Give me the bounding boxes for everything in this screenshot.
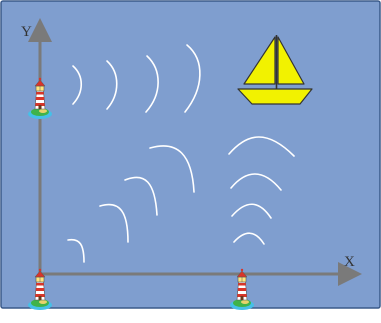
y-axis-label: Y [21,24,32,40]
x-axis-label: X [344,254,355,270]
sea-background [1,1,380,308]
